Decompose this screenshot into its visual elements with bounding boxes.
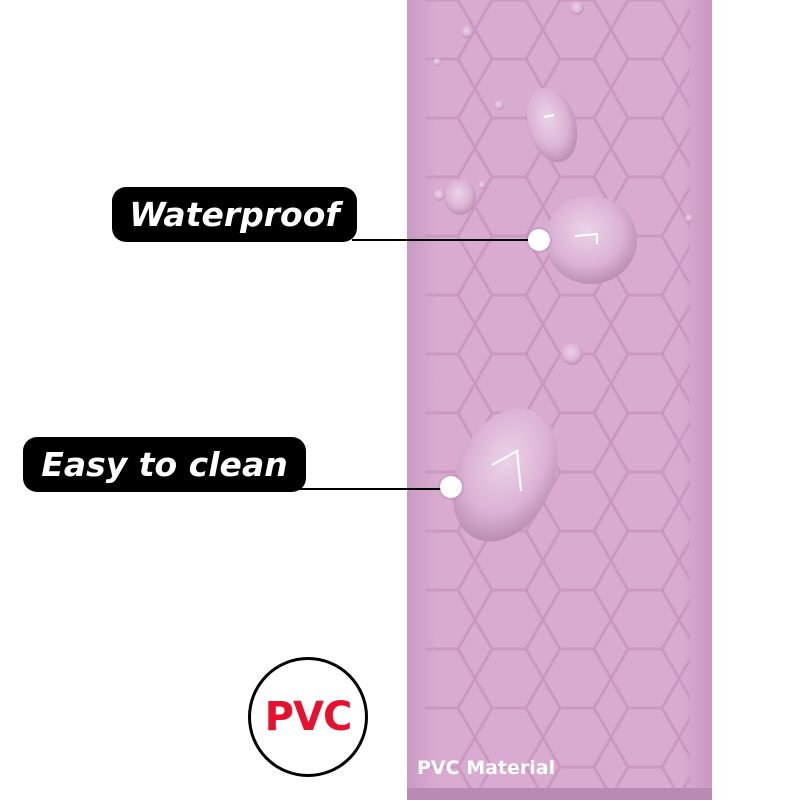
easy-to-clean-leader-line — [296, 488, 452, 490]
material-caption: PVC Material — [417, 757, 556, 779]
easy-to-clean-callout: Easy to clean — [23, 437, 306, 492]
easy-to-clean-marker-dot — [440, 476, 462, 498]
pvc-badge: PVC — [248, 657, 368, 777]
waterproof-callout: Waterproof — [112, 187, 357, 242]
waterproof-leader-line — [352, 239, 540, 241]
pvc-strap — [407, 0, 712, 800]
water-droplets — [433, 1, 693, 542]
pvc-badge-label: PVC — [264, 694, 353, 740]
waterproof-marker-dot — [528, 229, 550, 251]
